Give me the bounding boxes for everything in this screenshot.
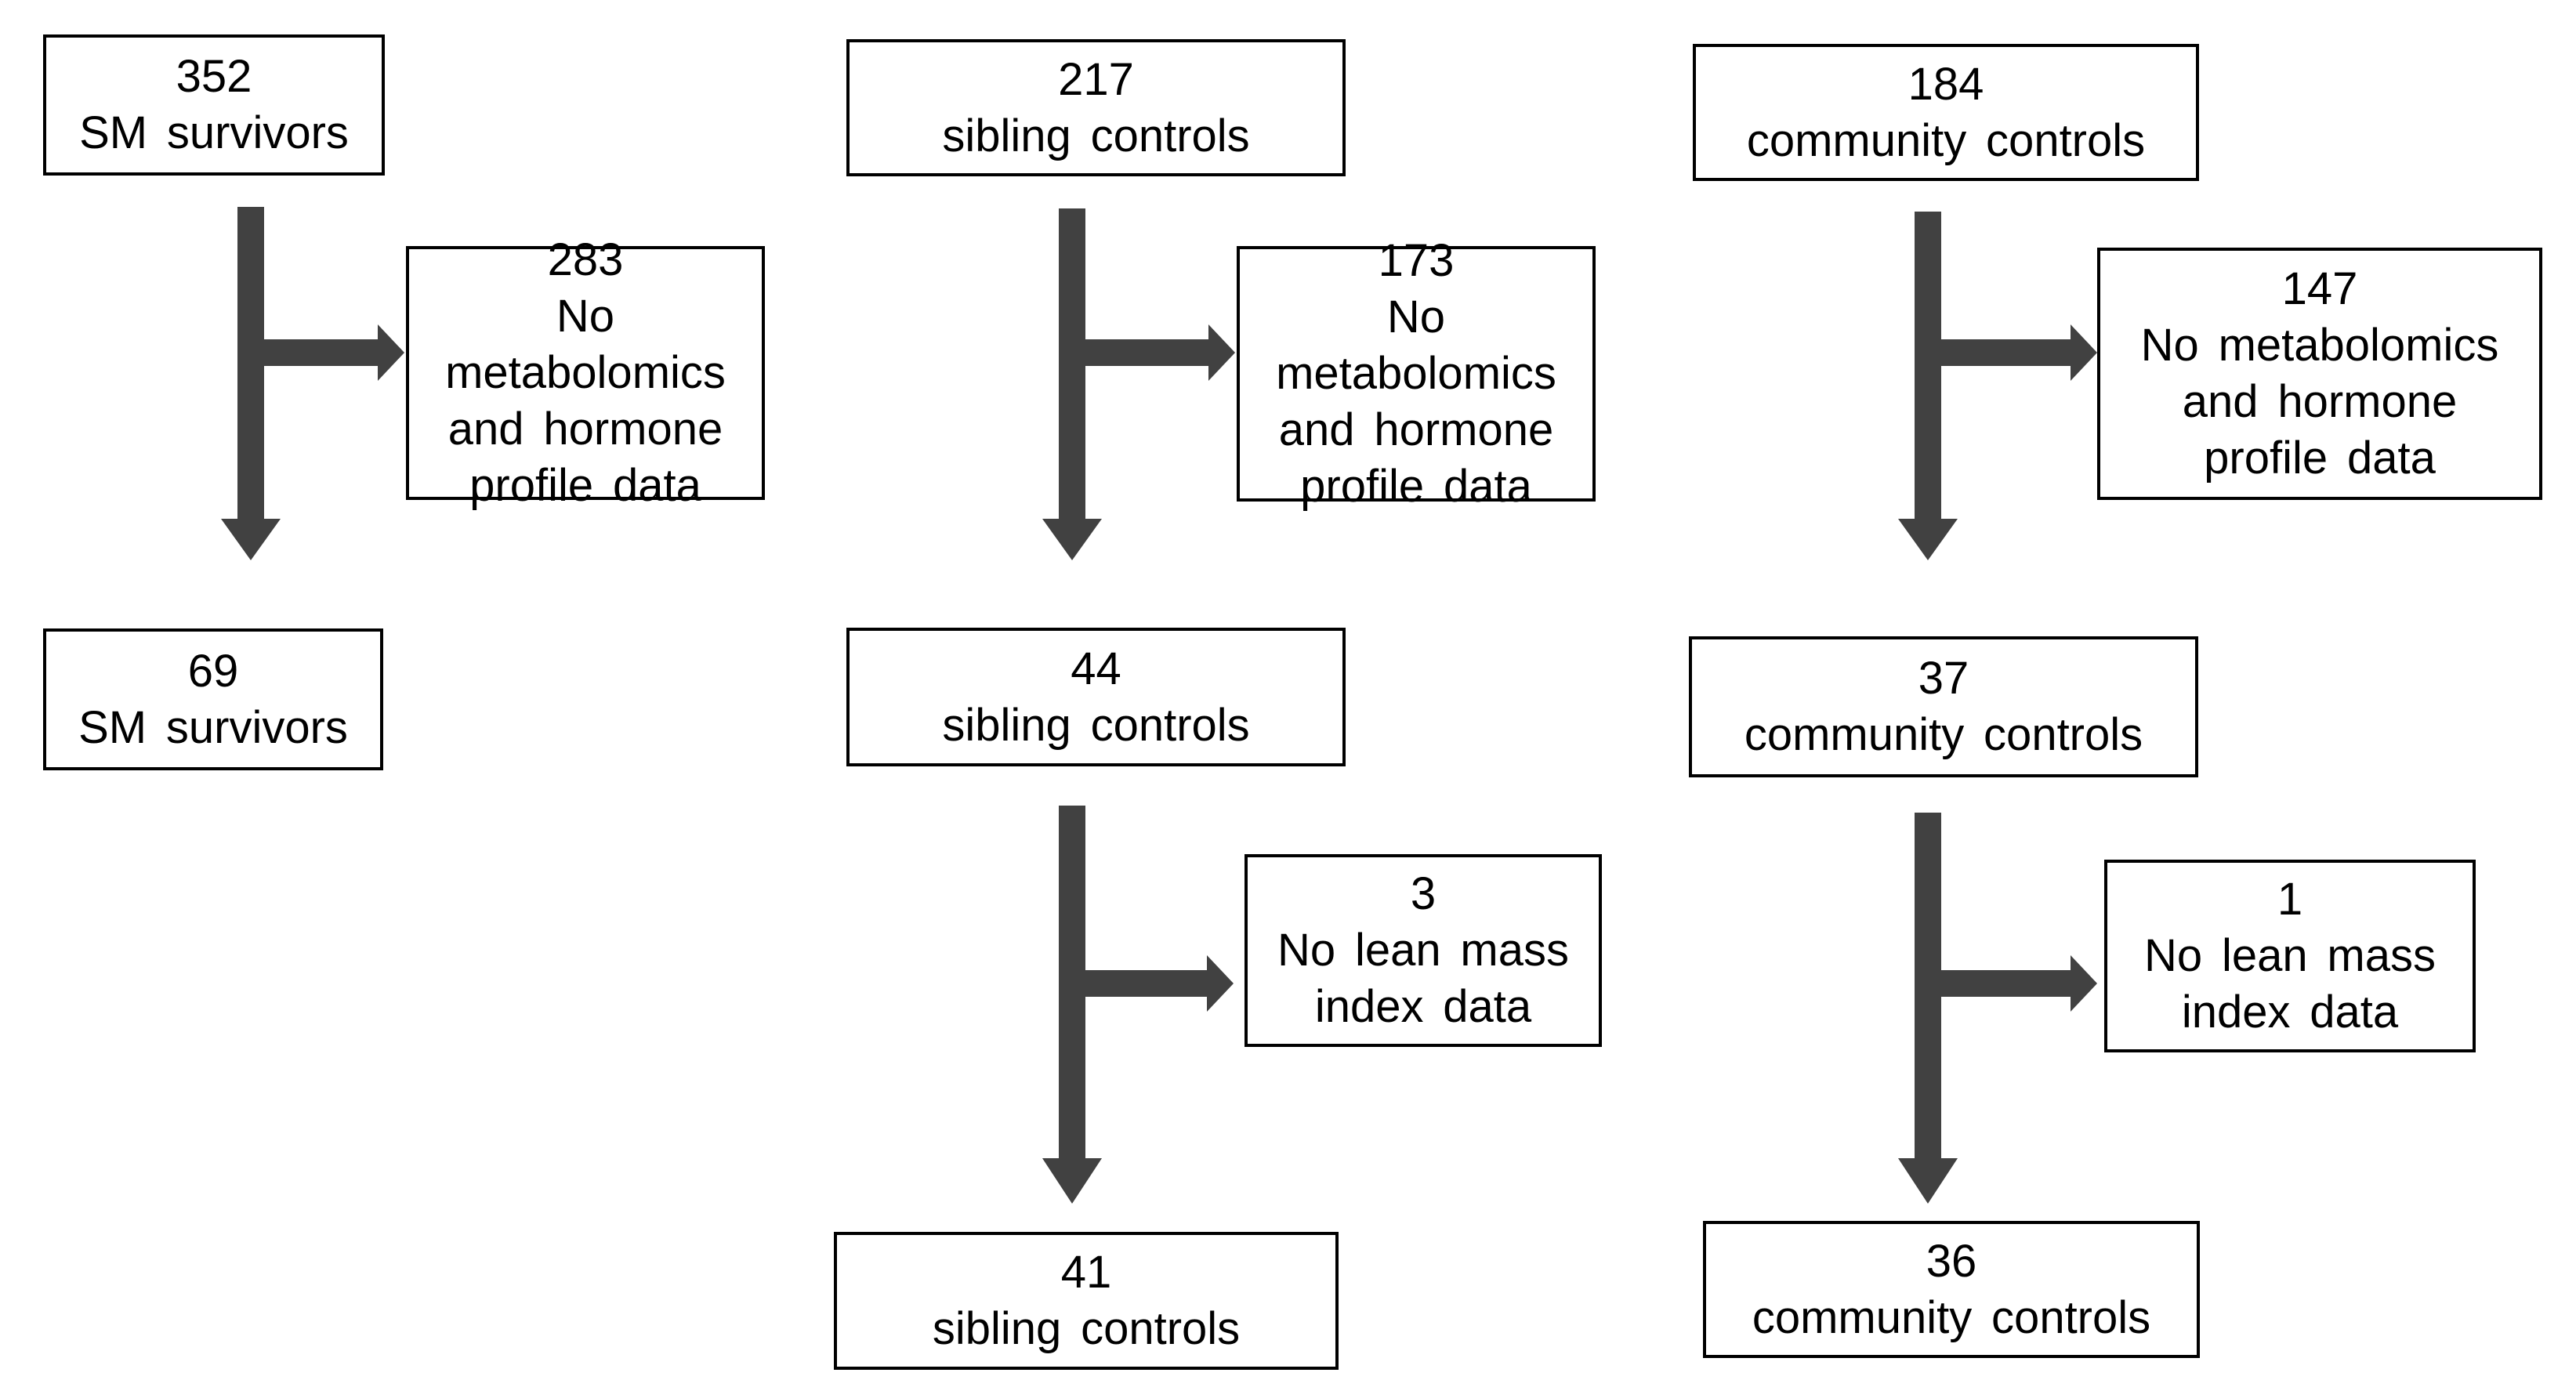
arrow-branch-sibling-exclusion-2 [1072, 955, 1234, 1012]
box-sibling-excluded-no-lean-mass: 3 No lean mass index data [1245, 854, 1602, 1047]
arrow-down-sm [221, 207, 281, 560]
arrow-down-sibling-1 [1042, 208, 1102, 560]
box-sibling-controls-after-metabolomics: 44 sibling controls [846, 628, 1346, 766]
box-sibling-controls-final: 41 sibling controls [834, 1232, 1339, 1370]
box-sm-excluded-no-metabolomics: 283 No metabolomics and hormone profile … [406, 234, 765, 511]
box-sibling-excluded-no-metabolomics: 173 No metabolomics and hormone profile … [1237, 235, 1596, 512]
box-sm-survivors-initial: 352 SM survivors [43, 34, 385, 176]
arrow-down-community-1 [1898, 212, 1958, 560]
arrow-branch-sm-exclusion [251, 324, 404, 381]
box-sibling-excluded-no-metabolomics-text: 173 No metabolomics and hormone profile … [1276, 235, 1556, 512]
box-community-excluded-no-lean-mass-text: 1 No lean mass index data [2144, 874, 2436, 1038]
arrow-branch-community-exclusion-2 [1928, 955, 2097, 1012]
box-sm-survivors-final: 69 SM survivors [43, 628, 383, 770]
box-community-controls-initial: 184 community controls [1693, 44, 2199, 181]
box-sm-survivors-initial-text: 352 SM survivors [79, 51, 349, 158]
arrow-branch-sibling-exclusion-1 [1072, 324, 1235, 381]
box-community-controls-initial-text: 184 community controls [1746, 58, 2146, 166]
box-sm-survivors-final-text: 69 SM survivors [78, 645, 348, 753]
box-community-excluded-no-metabolomics-text: 147 No metabolomics and hormone profile … [2140, 263, 2499, 484]
box-community-controls-final-text: 36 community controls [1752, 1235, 2151, 1343]
box-sm-excluded-no-metabolomics-text: 283 No metabolomics and hormone profile … [445, 234, 726, 511]
box-community-excluded-no-metabolomics: 147 No metabolomics and hormone profile … [2097, 248, 2542, 500]
arrow-down-community-2 [1898, 813, 1958, 1204]
box-community-controls-final: 36 community controls [1703, 1221, 2200, 1358]
arrow-branch-community-exclusion-1 [1928, 324, 2097, 381]
box-community-excluded-no-lean-mass: 1 No lean mass index data [2104, 860, 2476, 1052]
box-community-controls-after-metabolomics: 37 community controls [1689, 636, 2198, 777]
box-sibling-controls-initial-text: 217 sibling controls [942, 53, 1250, 161]
box-sibling-controls-final-text: 41 sibling controls [932, 1247, 1241, 1354]
arrow-down-sibling-2 [1042, 806, 1102, 1204]
box-sibling-controls-after-metabolomics-text: 44 sibling controls [942, 643, 1250, 751]
box-sibling-controls-initial: 217 sibling controls [846, 39, 1346, 176]
box-community-controls-after-metabolomics-text: 37 community controls [1744, 653, 2143, 760]
box-sibling-excluded-no-lean-mass-text: 3 No lean mass index data [1277, 868, 1569, 1032]
